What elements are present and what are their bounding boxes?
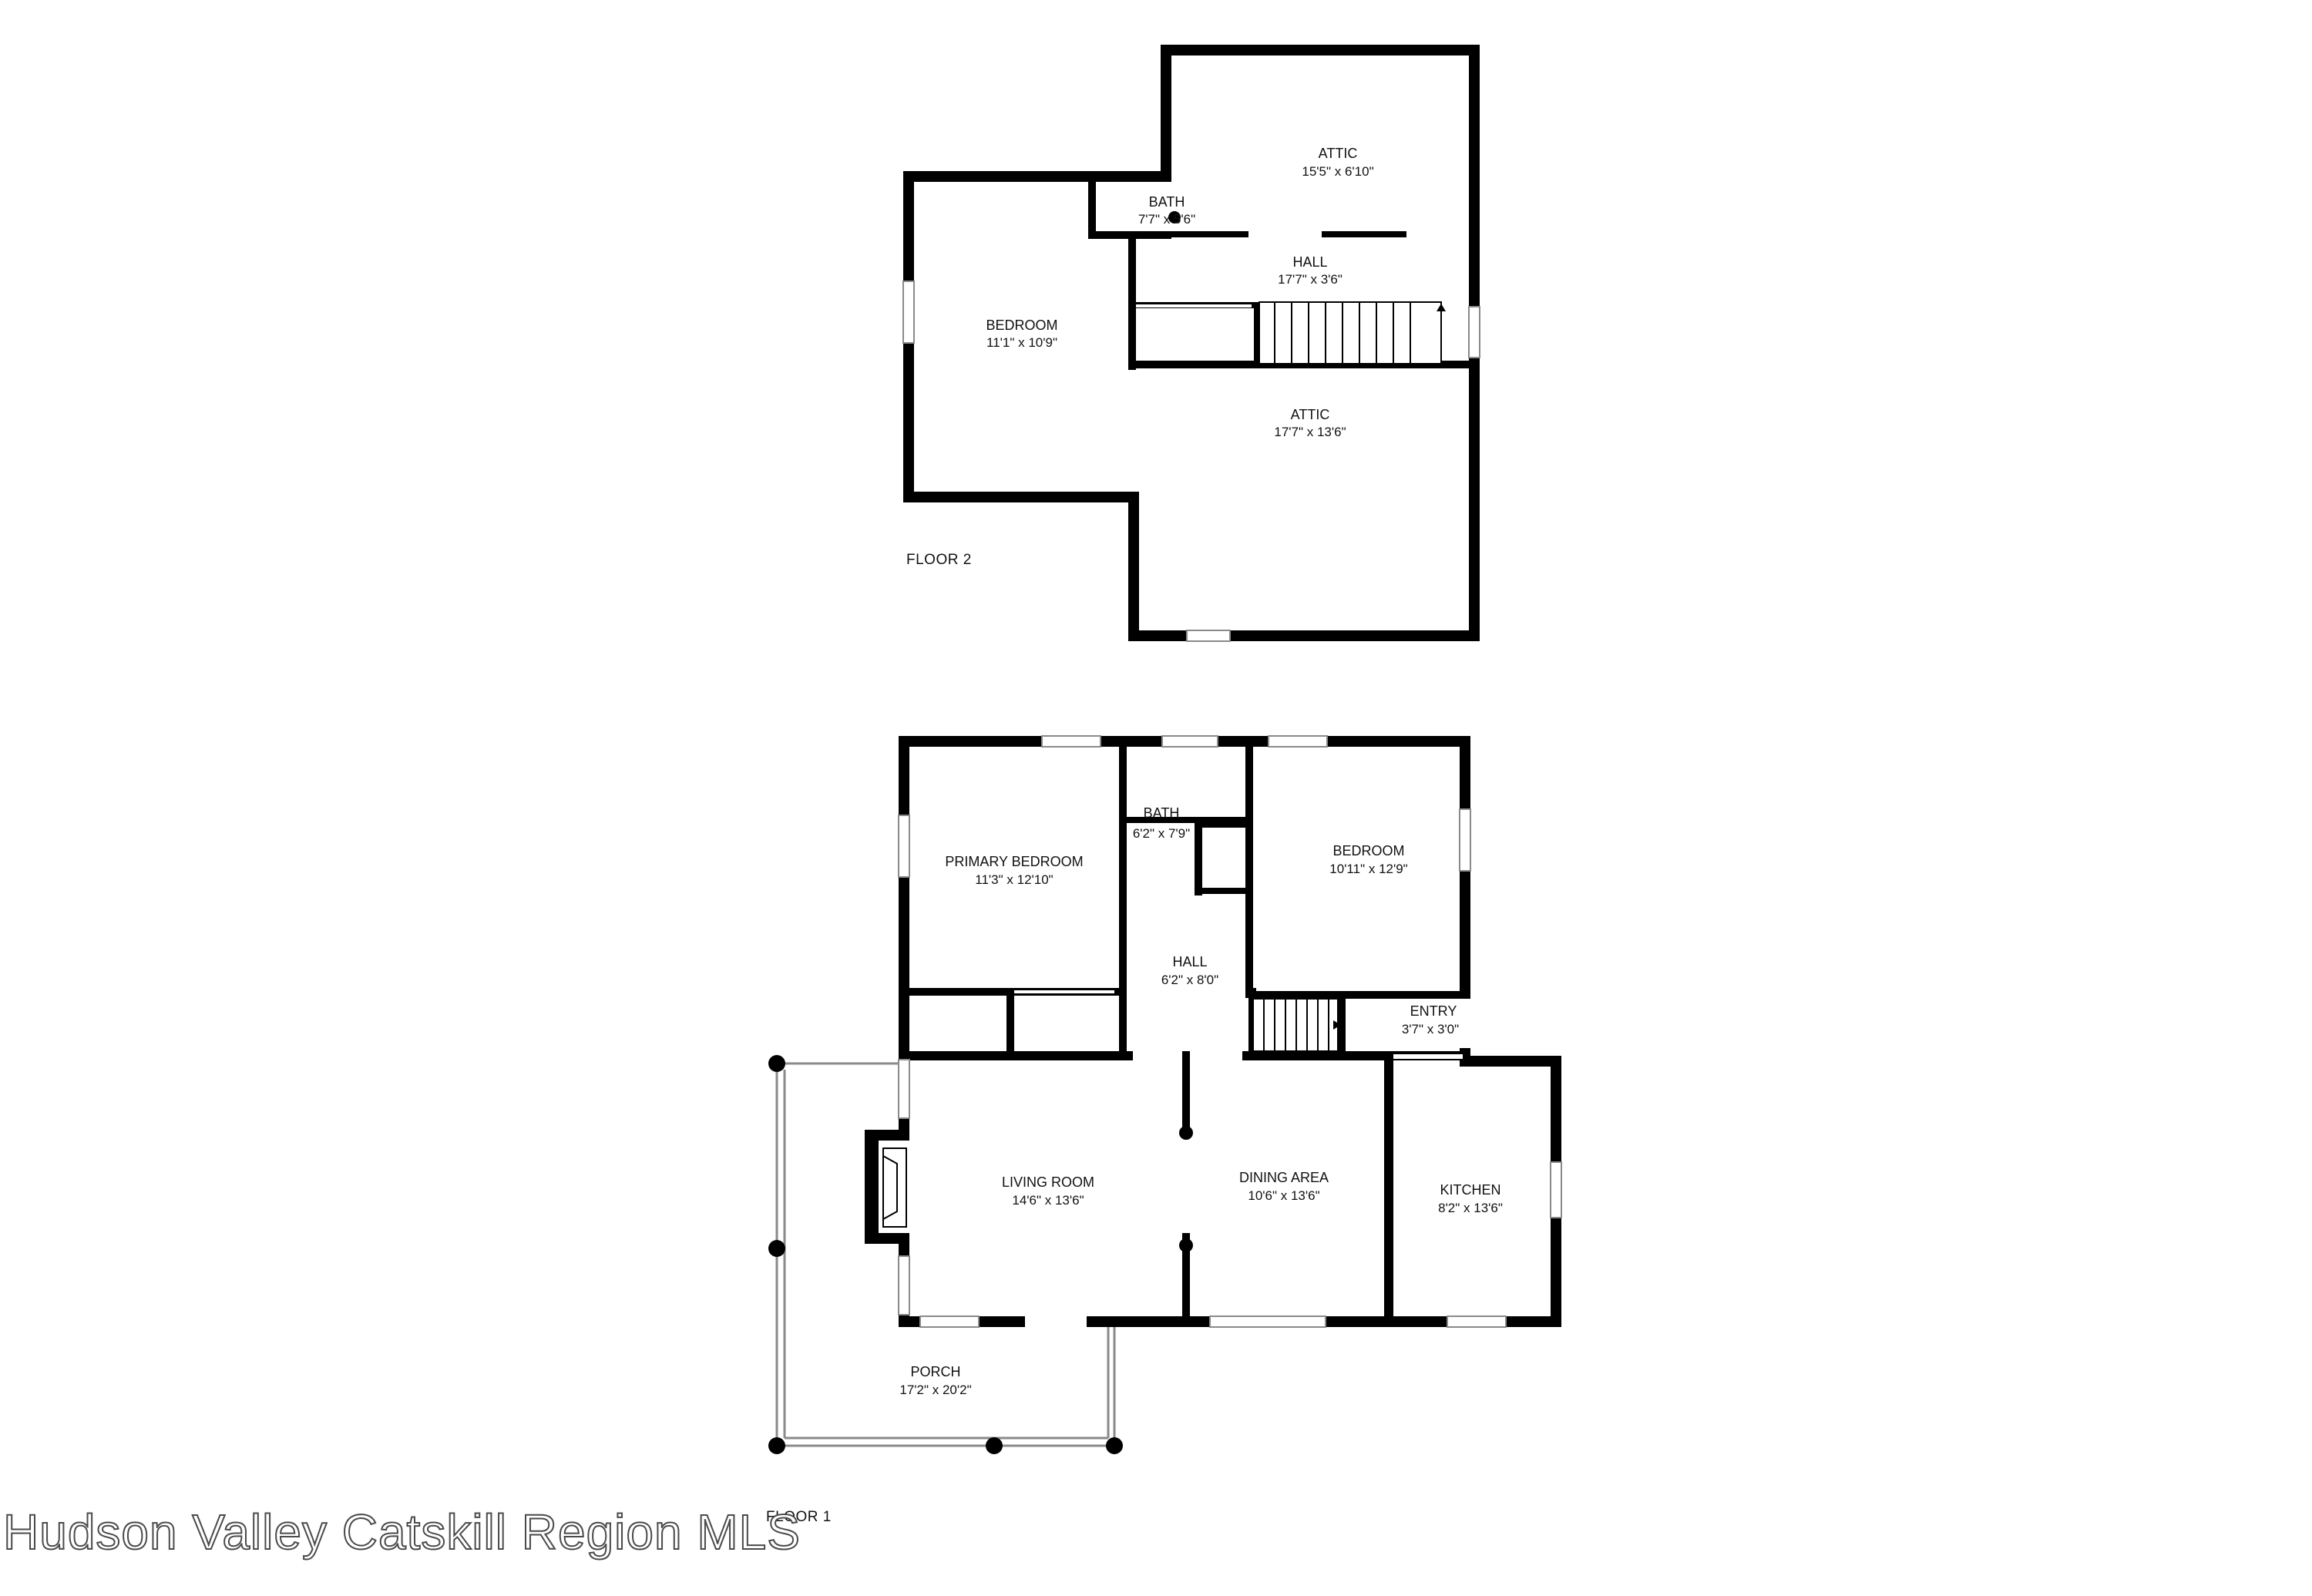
fireplace-icon (865, 1130, 909, 1244)
room-dim-living-room: 14'6" x 13'6" (1012, 1193, 1084, 1208)
room-dim-bath-floor2: 7'7" x 5'6" (1138, 212, 1195, 227)
room-name-bedroom-floor1: BEDROOM (1332, 843, 1404, 858)
room-name-porch: PORCH (910, 1364, 960, 1379)
room-name-hall-floor2: HALL (1292, 254, 1327, 270)
room-name-dining-area: DINING AREA (1239, 1170, 1329, 1185)
room-name-entry: ENTRY (1410, 1003, 1457, 1019)
floor-1-labels: PRIMARY BEDROOM 11'3" x 12'10" BATH 6'2"… (766, 805, 1503, 1525)
floor-2-labels: ATTIC 15'5" x 6'10" BATH 7'7" x 5'6" HAL… (906, 146, 1374, 568)
room-dim-primary-bedroom: 11'3" x 12'10" (975, 872, 1053, 887)
room-name-hall-floor1: HALL (1172, 954, 1207, 969)
floor-2-window-bedroom (902, 281, 915, 344)
floor-1-interior-walls (909, 747, 1464, 1326)
floor-2-bath-drain-icon (1168, 211, 1181, 223)
floor-2-label: FLOOR 2 (906, 552, 972, 568)
room-dim-bedroom-floor2: 11'1" x 10'9" (986, 335, 1057, 350)
room-dim-porch: 17'2" x 20'2" (899, 1383, 971, 1397)
room-dim-bedroom-floor1: 10'11" x 12'9" (1329, 862, 1407, 876)
room-name-attic-top: ATTIC (1319, 146, 1358, 161)
room-dim-attic-bottom: 17'7" x 13'6" (1274, 425, 1346, 439)
floor-1-windows (898, 735, 1562, 1328)
room-name-kitchen: KITCHEN (1440, 1182, 1500, 1198)
room-dim-attic-top: 15'5" x 6'10" (1302, 164, 1373, 179)
room-dim-kitchen: 8'2" x 13'6" (1438, 1201, 1503, 1215)
room-dim-entry: 3'7" x 3'0" (1402, 1022, 1459, 1037)
floor-1-plan (768, 735, 1562, 1454)
room-dim-dining-area: 10'6" x 13'6" (1248, 1188, 1319, 1203)
room-dim-bath-floor1: 6'2" x 7'9" (1133, 826, 1190, 841)
floor-2-stairs (1258, 301, 1446, 365)
floor-2-window-stair (1468, 306, 1480, 358)
room-name-attic-bottom: ATTIC (1291, 407, 1330, 422)
room-name-bath-floor2: BATH (1149, 194, 1185, 210)
porch-railing (768, 1055, 1123, 1454)
floor-1-stairs (1252, 998, 1341, 1052)
room-name-bath-floor1: BATH (1144, 805, 1180, 821)
room-dim-hall-floor2: 17'7" x 3'6" (1278, 272, 1343, 287)
floor-1-doorways (1014, 990, 1470, 1327)
mls-watermark: Hudson Valley Catskill Region MLS (3, 1504, 801, 1560)
room-name-living-room: LIVING ROOM (1002, 1174, 1094, 1190)
room-name-primary-bedroom: PRIMARY BEDROOM (945, 854, 1083, 869)
room-dim-hall-floor1: 6'2" x 8'0" (1161, 973, 1218, 987)
room-name-bedroom-floor2: BEDROOM (986, 318, 1057, 333)
floor-1-label: FLOOR 1 (766, 1509, 832, 1525)
floor-2-window-attic (1186, 630, 1231, 642)
floor-2-plan (902, 45, 1480, 642)
